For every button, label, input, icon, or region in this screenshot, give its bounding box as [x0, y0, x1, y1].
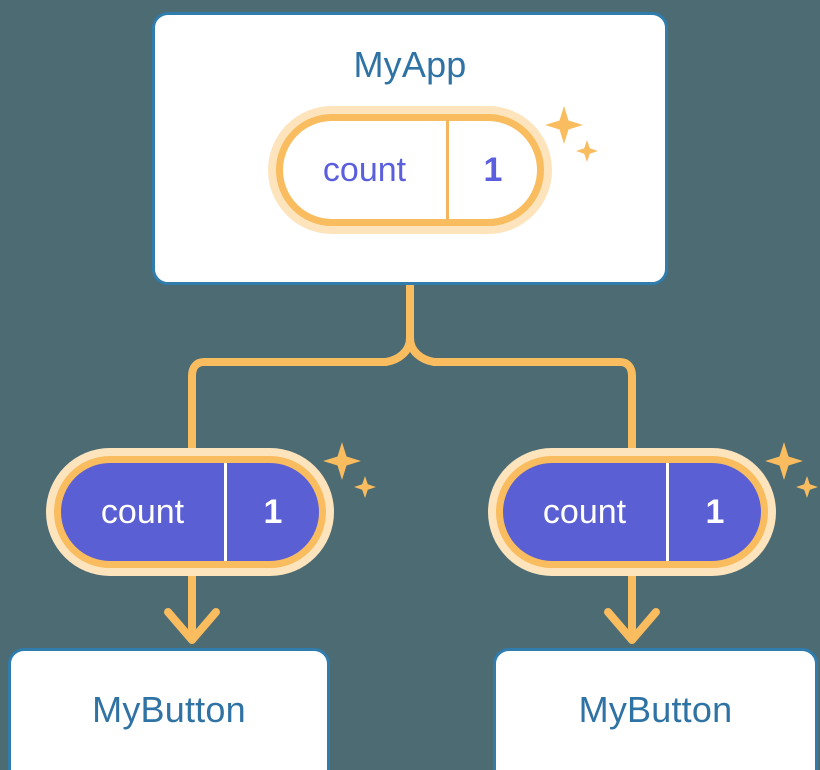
- connector-branch-path: [188, 281, 414, 452]
- connector-branch-path-right: [406, 334, 636, 452]
- state-pill-value: 1: [666, 463, 761, 561]
- state-pill-value: 1: [446, 121, 537, 219]
- component-title-mybutton-left: MyButton: [92, 689, 246, 730]
- state-pill-key: count: [542, 493, 627, 531]
- state-pill-body: count 1: [54, 456, 326, 568]
- component-title-mybutton-right: MyButton: [578, 689, 733, 730]
- state-pill-myapp[interactable]: count 1: [268, 106, 552, 234]
- connector-arrow-left-head: [164, 608, 220, 644]
- state-pill-key: count: [322, 151, 407, 189]
- connector-arrow-right-head: [604, 608, 660, 644]
- state-pill-key: count: [100, 493, 185, 531]
- state-pill-button-left[interactable]: count 1: [46, 448, 334, 576]
- state-pill-body: count 1: [276, 114, 544, 226]
- state-pill-body: count 1: [496, 456, 768, 568]
- state-pill-value: 1: [224, 463, 319, 561]
- component-title-myapp: MyApp: [353, 44, 467, 85]
- component-card-mybutton-left[interactable]: MyButton: [8, 648, 330, 770]
- component-card-mybutton-right[interactable]: MyButton: [493, 648, 818, 770]
- state-pill-button-right[interactable]: count 1: [488, 448, 776, 576]
